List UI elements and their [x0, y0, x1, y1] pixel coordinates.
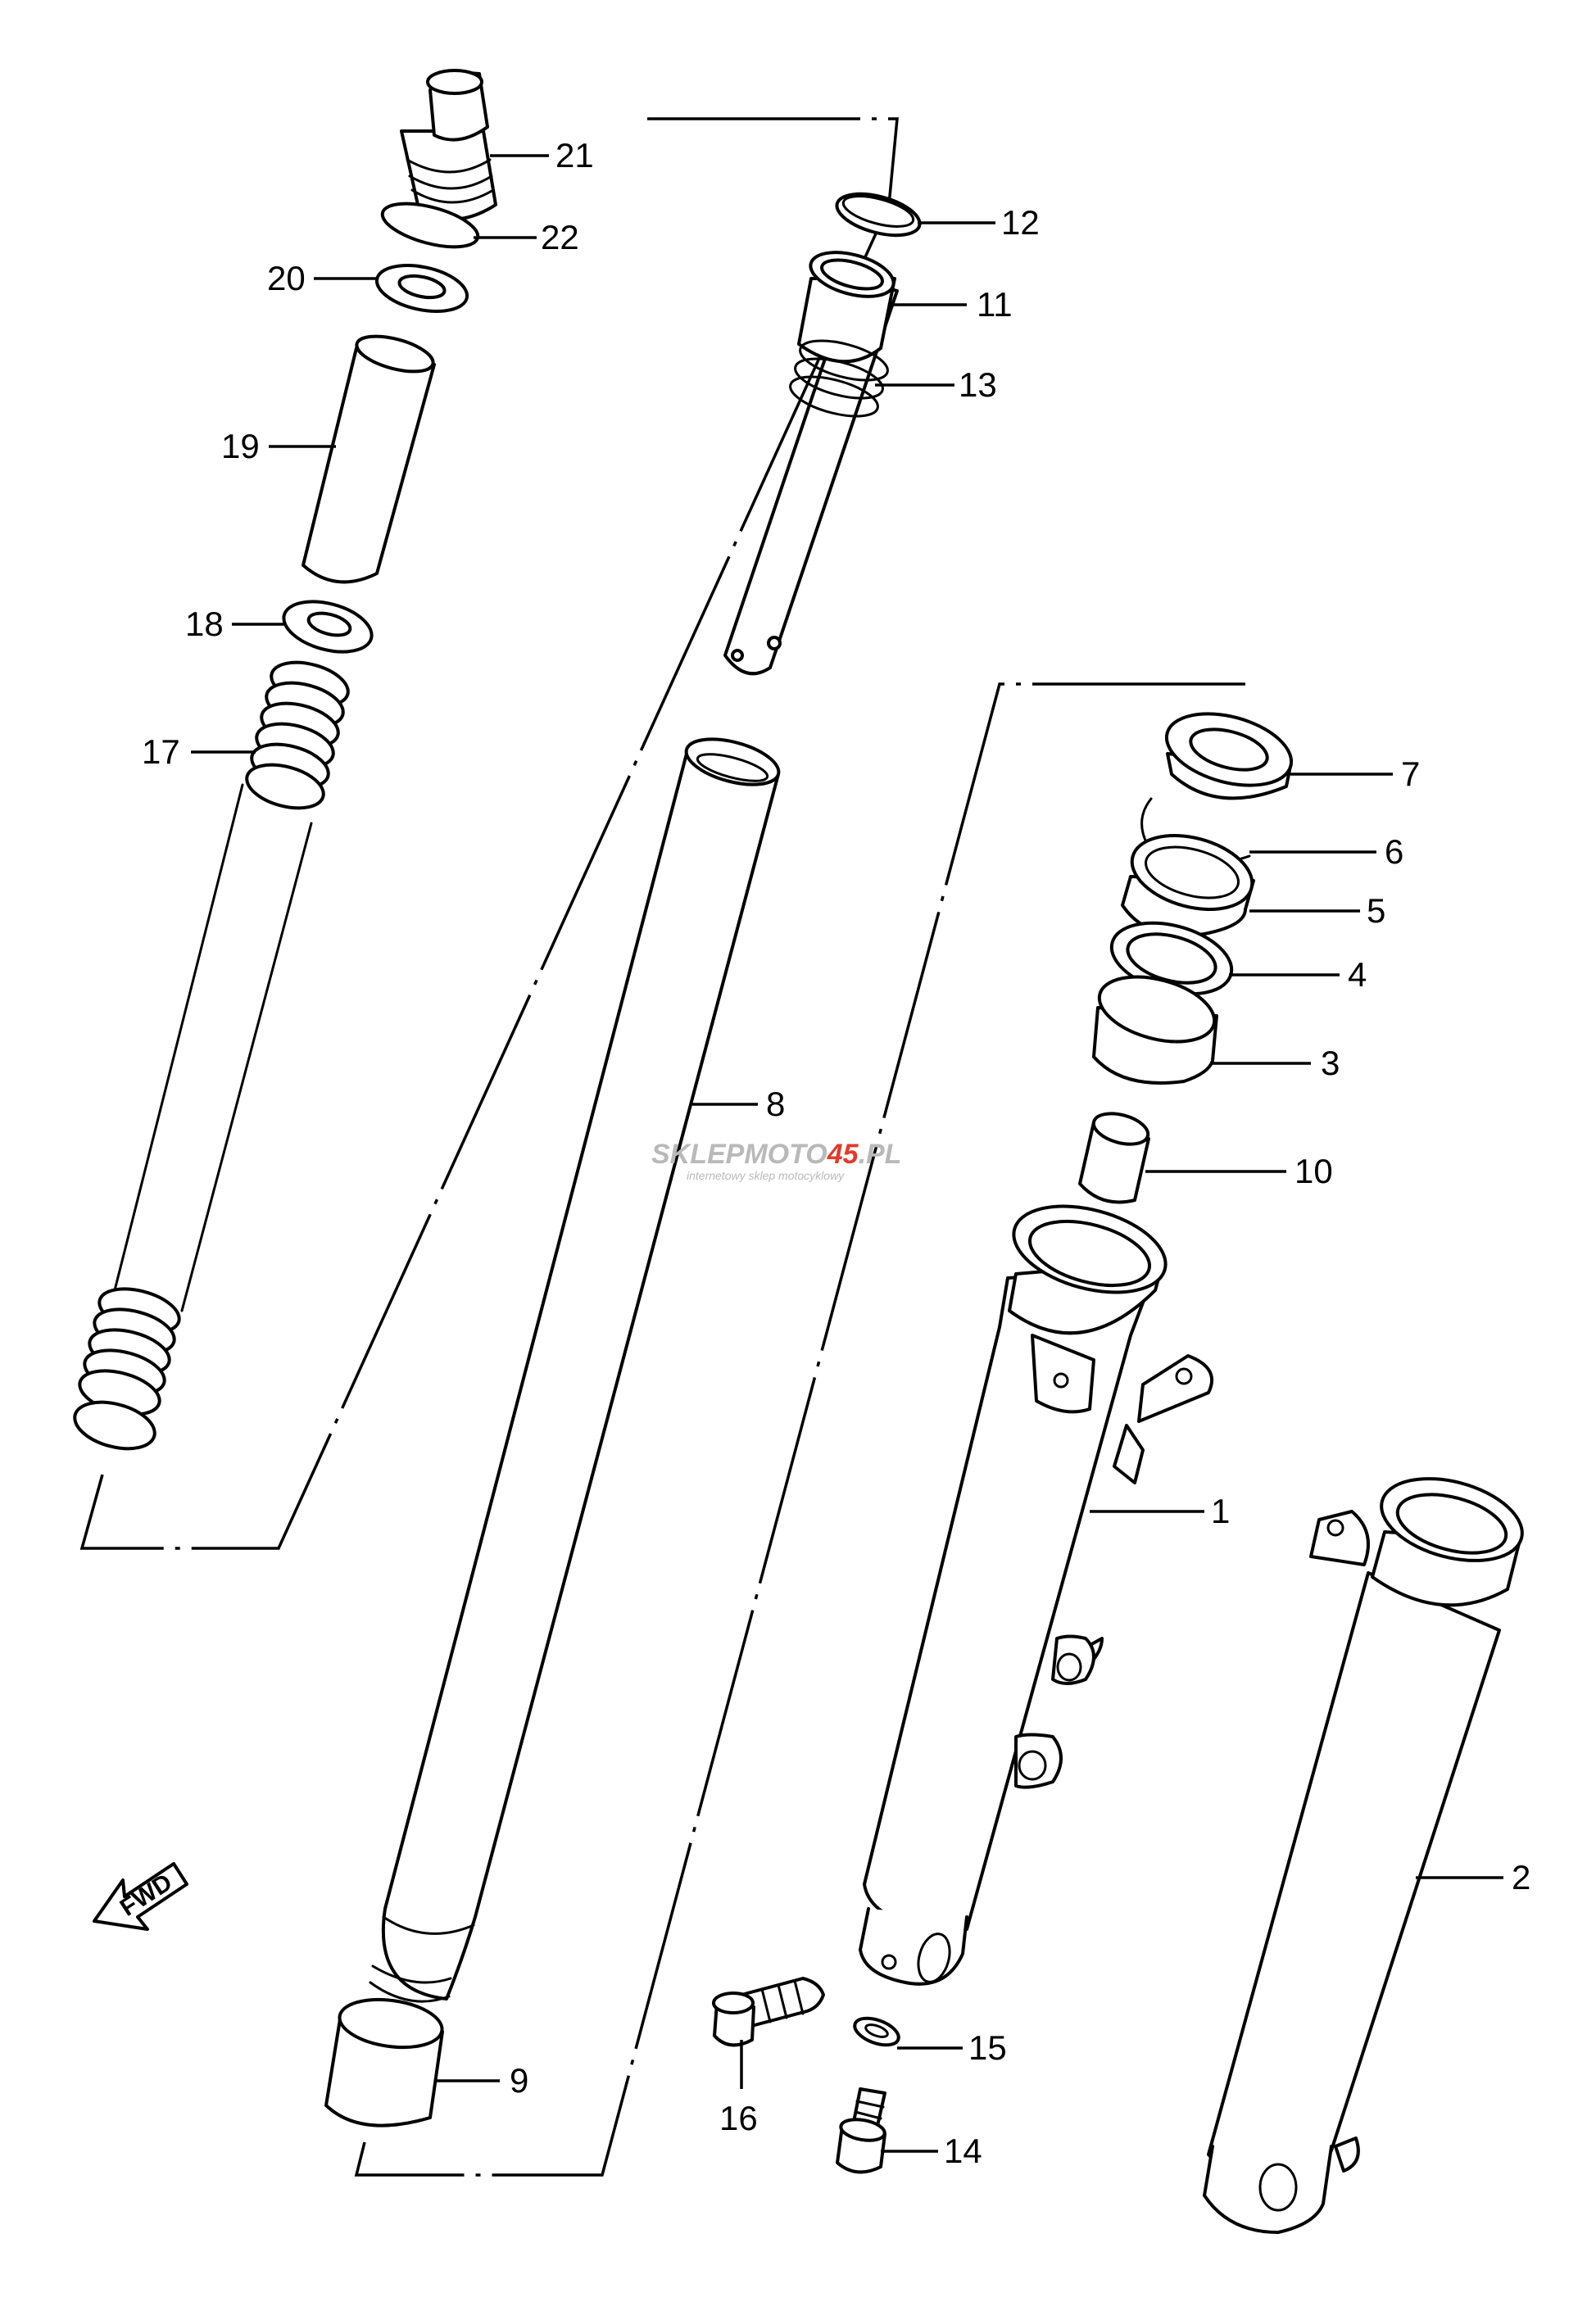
callout-2: 2 — [1416, 1858, 1530, 1896]
watermark: SKLEPMOTO45.PL internetowy sklep motocyk… — [651, 1139, 901, 1182]
part-21-cap-bolt — [400, 69, 497, 221]
callout-8: 8 — [692, 1085, 785, 1123]
callout-4: 4 — [1229, 955, 1367, 994]
callout-17: 17 — [142, 732, 256, 771]
callout-number: 22 — [541, 218, 579, 256]
group-outline-inner-tube-assembly — [354, 682, 1245, 2177]
part-2-outer-tube — [1203, 1477, 1524, 2234]
part-11-damper-rod — [723, 251, 899, 676]
callout-3: 3 — [1211, 1044, 1340, 1082]
part-7-dust-seal — [1164, 712, 1294, 800]
callout-15: 15 — [897, 2028, 1007, 2067]
watermark-brand-suffix: .PL — [859, 1139, 902, 1170]
part-3-guide-bushing — [1092, 975, 1218, 1085]
callout-12: 12 — [918, 203, 1040, 242]
callout-5: 5 — [1249, 891, 1385, 930]
callout-number: 7 — [1401, 754, 1420, 793]
fwd-arrow-icon: FWD — [93, 1862, 188, 1931]
callout-14: 14 — [881, 2132, 982, 2170]
callout-number: 2 — [1512, 1858, 1530, 1896]
part-18-spring-seat — [282, 600, 374, 654]
callout-number: 14 — [944, 2132, 982, 2170]
callout-number: 12 — [1001, 203, 1040, 242]
callout-number: 5 — [1367, 891, 1385, 930]
watermark-brand-prefix: SKLEPMOTO — [651, 1139, 827, 1170]
callout-13: 13 — [875, 365, 997, 404]
part-10-oil-lock-piece — [1078, 1112, 1150, 1204]
callout-number: 10 — [1294, 1152, 1333, 1190]
callout-6: 6 — [1249, 832, 1403, 871]
callout-number: 1 — [1211, 1492, 1230, 1530]
watermark-tagline: internetowy sklep motocyklowy — [687, 1169, 845, 1182]
callout-number: 18 — [185, 605, 224, 643]
part-15-gasket — [853, 2016, 900, 2047]
callout-number: 15 — [968, 2028, 1007, 2067]
callout-21: 21 — [490, 136, 594, 174]
callout-number: 13 — [959, 365, 997, 404]
callout-number: 6 — [1385, 832, 1403, 871]
callout-number: 9 — [510, 2061, 528, 2100]
part-16-drain-bolt — [712, 1977, 825, 2047]
callout-11: 11 — [893, 285, 1013, 324]
part-14-bolt — [836, 2087, 886, 2174]
callout-19: 19 — [221, 427, 336, 465]
callout-10: 10 — [1145, 1152, 1333, 1190]
part-9-slide-bushing — [324, 1997, 444, 2127]
callout-number: 4 — [1348, 955, 1367, 994]
callout-22: 22 — [474, 218, 579, 256]
part-1-outer-tube — [859, 1204, 1213, 1986]
svg-text:SKLEPMOTO45.PL: SKLEPMOTO45.PL — [651, 1139, 901, 1170]
part-17-fork-spring — [73, 660, 350, 1451]
callout-number: 19 — [221, 427, 260, 465]
callout-7: 7 — [1290, 754, 1420, 793]
callout-number: 3 — [1321, 1044, 1340, 1082]
part-19-spacer — [302, 334, 436, 584]
callout-number: 20 — [267, 259, 306, 297]
callout-number: 16 — [719, 2099, 758, 2137]
callout-number: 8 — [766, 1085, 785, 1123]
callout-16: 16 — [719, 2040, 758, 2137]
watermark-brand-number: 45 — [827, 1139, 859, 1170]
callout-20: 20 — [267, 259, 377, 297]
part-20-washer — [374, 264, 469, 313]
part-5-oil-seal — [1121, 834, 1255, 937]
part-8-inner-tube — [369, 737, 781, 2003]
callout-number: 11 — [977, 285, 1013, 324]
callout-9: 9 — [434, 2061, 528, 2100]
callout-number: 17 — [142, 732, 180, 771]
callout-18: 18 — [185, 605, 285, 643]
group-outline-spring-assembly — [79, 117, 899, 1550]
callout-1: 1 — [1090, 1492, 1230, 1530]
part-12-piston-ring — [835, 192, 922, 238]
callout-number: 21 — [555, 136, 594, 174]
